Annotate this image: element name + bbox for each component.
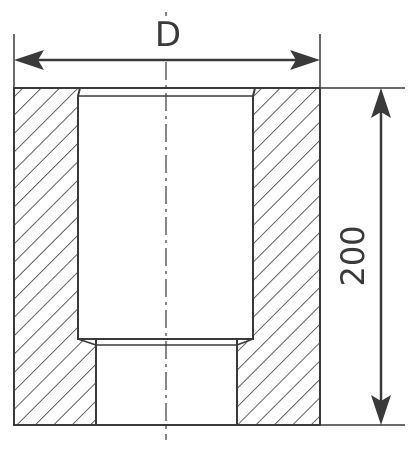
outer-contour bbox=[13, 87, 321, 426]
upper-bore-contour bbox=[77, 87, 256, 340]
sectioned-body bbox=[14, 88, 320, 425]
step-chamfer-left bbox=[77, 338, 97, 346]
height-label: 200 bbox=[334, 225, 372, 286]
height-arrow-top bbox=[371, 88, 391, 118]
width-dimension bbox=[13, 34, 321, 88]
height-dimension bbox=[320, 87, 405, 426]
step-chamfer-right bbox=[236, 338, 254, 346]
width-arrow-right bbox=[290, 50, 320, 70]
width-arrow-left bbox=[14, 50, 44, 70]
part-outline bbox=[13, 87, 321, 426]
width-label: D bbox=[155, 15, 181, 55]
height-arrow-bottom bbox=[371, 395, 391, 425]
left-wall-section bbox=[14, 88, 96, 425]
right-wall-section bbox=[237, 88, 320, 425]
